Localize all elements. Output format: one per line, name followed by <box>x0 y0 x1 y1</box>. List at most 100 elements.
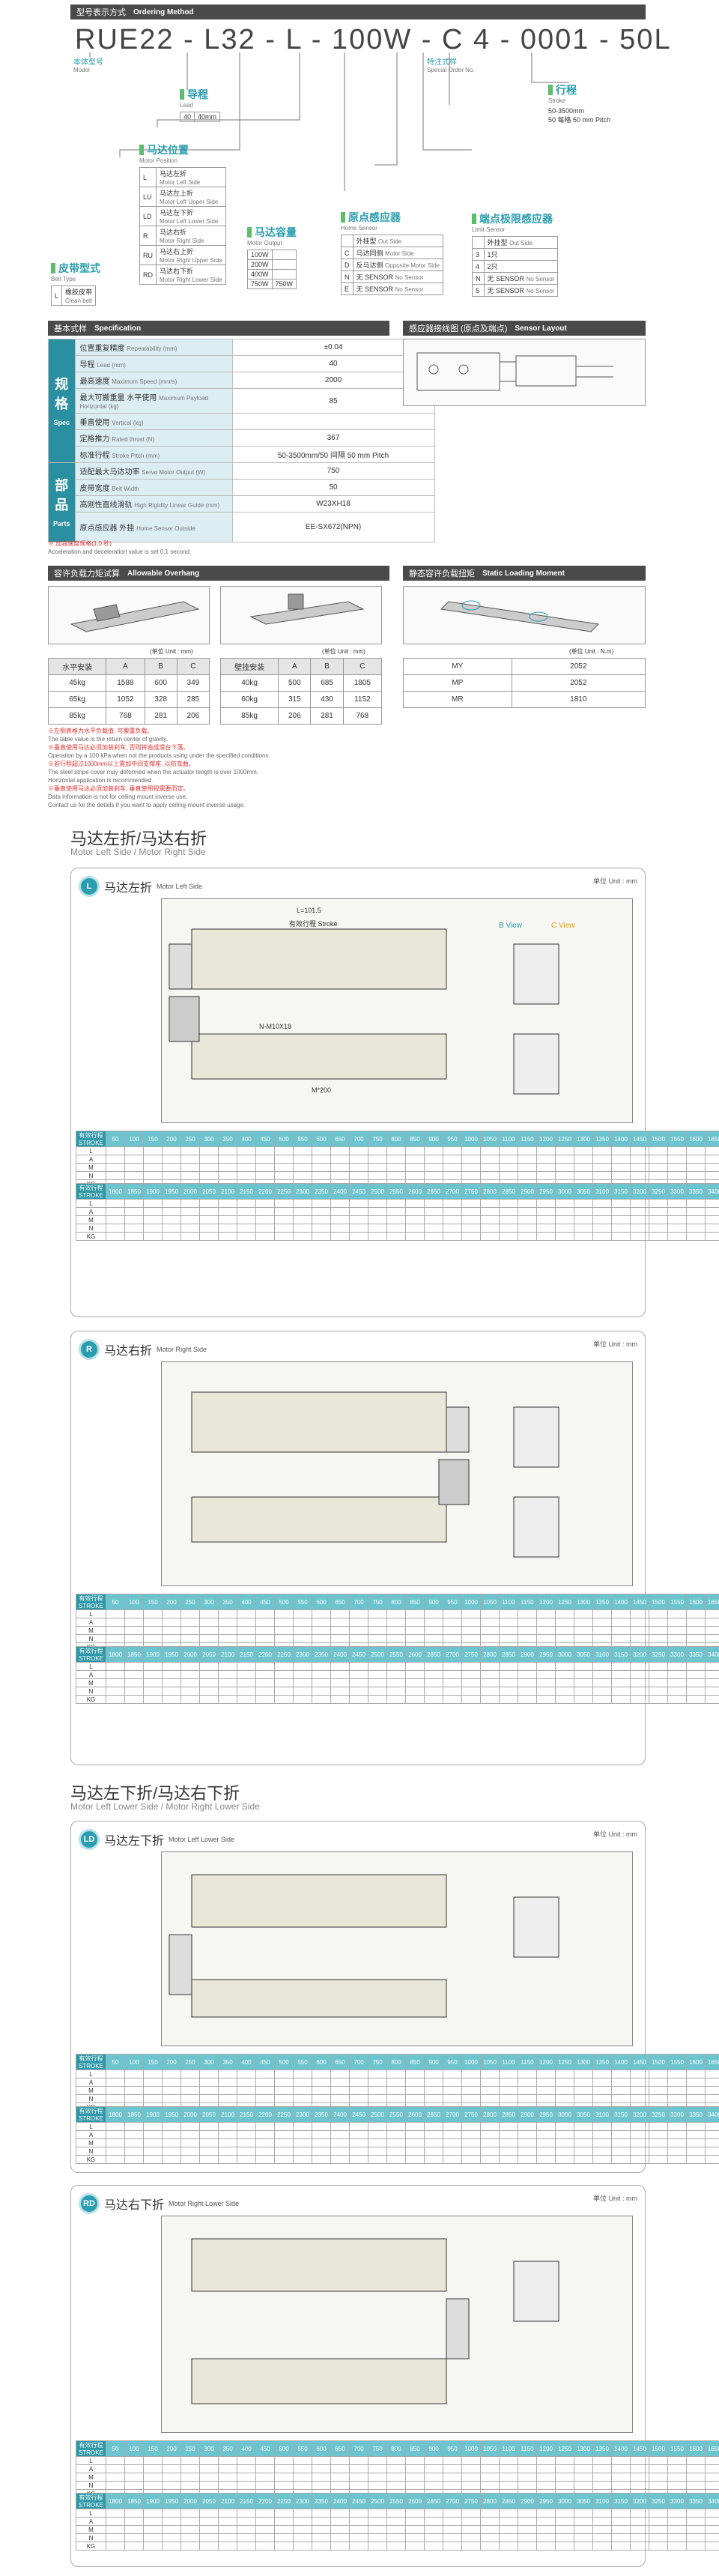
dim-cell <box>293 1618 312 1627</box>
dim-cell <box>312 1215 331 1224</box>
mc-alt <box>271 269 297 279</box>
dim-cell <box>536 2456 556 2465</box>
dim-cell <box>255 2122 275 2131</box>
dim-cell <box>461 1199 481 1208</box>
dim-cell <box>106 2509 125 2518</box>
ls-en: No Sensor <box>526 288 555 294</box>
notes-block: ※左侧表格为水平负载值, 可搬重负载。 The table value is t… <box>48 727 392 809</box>
dim-cell <box>424 2525 443 2534</box>
dim-cell <box>218 1678 237 1687</box>
dim-cell <box>630 1662 649 1671</box>
hs-en: Motor Side <box>385 250 414 257</box>
stroke-value: 2750 <box>461 2106 481 2123</box>
oh-header: B <box>144 658 178 675</box>
dim-cell <box>480 2130 500 2139</box>
dim-cell <box>499 1163 518 1172</box>
stroke-value: 2550 <box>386 1183 406 1200</box>
dim-cell <box>218 1215 237 1224</box>
hs-cn: 马达同侧 <box>356 250 383 257</box>
stroke-value: 1200 <box>536 2440 556 2457</box>
stroke-value: 2950 <box>536 1183 556 1200</box>
mc-alt <box>271 259 297 270</box>
belt-type-title: 皮带型式 <box>58 262 100 274</box>
dim-cell <box>349 2525 368 2534</box>
dim-cell <box>480 1199 500 1208</box>
dim-cell <box>199 1634 219 1643</box>
dim-cell <box>237 1662 256 1671</box>
dim-cell <box>518 2525 537 2534</box>
dim-cell <box>686 1155 706 1164</box>
dim-cell <box>255 1618 275 1627</box>
dim-cell <box>536 1634 556 1643</box>
dim-cell <box>667 2509 687 2518</box>
stroke-value: 3150 <box>611 2493 631 2509</box>
dim-cell <box>386 2147 406 2156</box>
dim-cell <box>405 2078 425 2087</box>
dim-cell <box>611 1678 631 1687</box>
dim-cell <box>180 1609 200 1618</box>
dim-cell <box>705 1626 719 1635</box>
dim-cell <box>237 1171 256 1180</box>
dim-cell <box>499 2517 518 2526</box>
dim-cell <box>536 2473 556 2482</box>
dim-cell <box>518 1678 537 1687</box>
stroke-value: 3150 <box>611 1646 631 1663</box>
lead-block: 导程 Lead 40 40mm <box>179 87 221 122</box>
spec-bar: 基本式样 Specification <box>48 321 389 336</box>
stroke-value: 3400 <box>705 1646 719 1663</box>
dim-cell <box>592 1678 612 1687</box>
dim-cell <box>518 2533 537 2542</box>
stroke-value: 2550 <box>386 2493 406 2509</box>
dim-cell <box>162 1634 181 1643</box>
dim-cell <box>705 1163 719 1172</box>
dim-cell <box>536 2130 556 2139</box>
dim-cell <box>106 1215 125 1224</box>
dim-cell <box>649 2481 668 2490</box>
dim-cell <box>649 2069 668 2078</box>
dim-cell <box>705 1609 719 1618</box>
dim-cell <box>686 2509 706 2518</box>
dim-cell <box>199 2509 219 2518</box>
row-label: N <box>76 1224 106 1233</box>
stroke-value: 2250 <box>274 1183 294 1200</box>
dim-cell <box>237 2481 256 2490</box>
dim-cell <box>443 1171 462 1180</box>
dim-cell <box>274 1670 294 1679</box>
dim-cell <box>255 1670 275 1679</box>
stroke-value: 3000 <box>555 2493 574 2509</box>
dim-cell <box>312 1232 331 1241</box>
stroke-value: 1100 <box>499 1594 518 1610</box>
limit-sensor-title-en: Limit Sensor <box>472 226 506 233</box>
stroke-value: 3200 <box>630 2106 649 2123</box>
dim-cell <box>218 2130 237 2139</box>
stroke-value: 1300 <box>574 2440 593 2457</box>
dim-cell <box>162 2155 181 2164</box>
stroke-value: 900 <box>424 1594 443 1610</box>
dim-cell <box>312 1171 331 1180</box>
dim-cell <box>686 2517 706 2526</box>
dim-cell <box>405 1224 425 1233</box>
dim-cell <box>574 2094 593 2103</box>
dim-cell <box>461 1207 481 1216</box>
dim-cell <box>106 2517 125 2526</box>
dim-cell <box>705 2542 719 2551</box>
motor-position-title: 马达位置 <box>147 144 189 156</box>
dim-cell <box>293 2155 312 2164</box>
dim-cell <box>499 2078 518 2087</box>
section2-heading-en: Motor Left Lower Side / Motor Right Lowe… <box>70 1801 260 1812</box>
dim-cell <box>312 1662 331 1671</box>
stroke-value: 1250 <box>555 1131 574 1147</box>
dim-cell <box>686 2122 706 2131</box>
dim-cell <box>368 2456 387 2465</box>
oh-cell: 600 <box>144 674 178 692</box>
dim-cell <box>218 1232 237 1241</box>
stroke-value: 1150 <box>518 1131 537 1147</box>
dim-cell <box>143 1232 163 1241</box>
stroke-value: 2200 <box>255 1183 275 1200</box>
stroke-value: 300 <box>199 1131 219 1147</box>
dim-cell <box>555 1224 574 1233</box>
